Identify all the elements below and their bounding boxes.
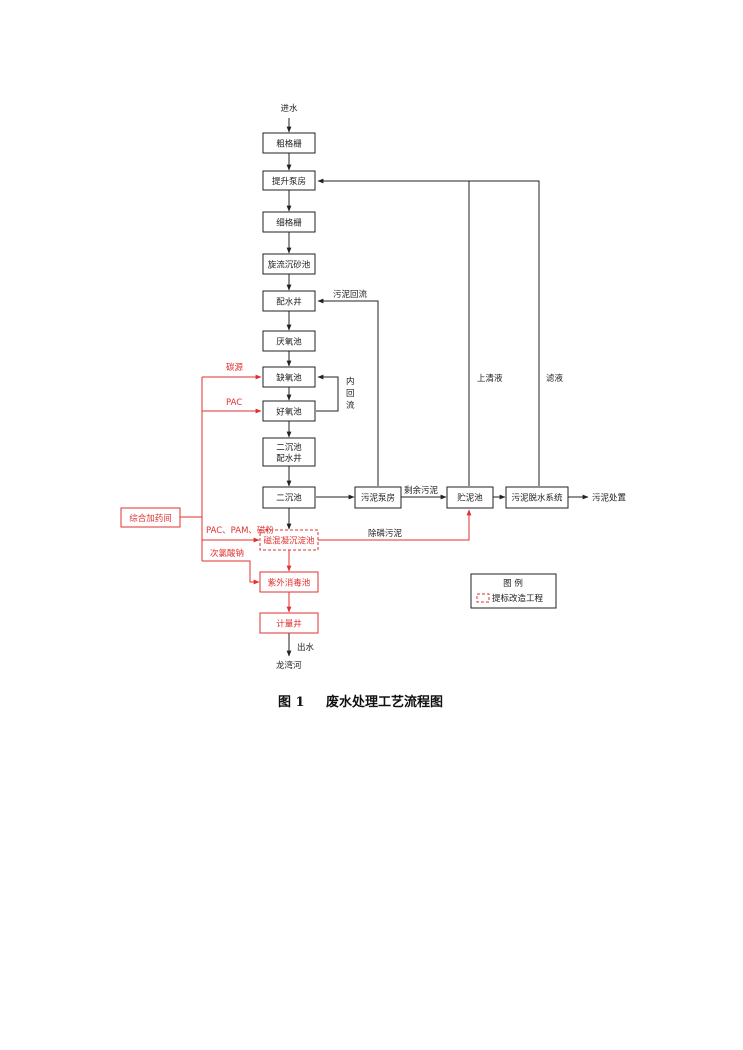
magnetic-tank-label: 磁混凝沉淀池: [263, 536, 315, 547]
node-sludge-pump: 污泥泵房: [354, 486, 402, 509]
hypochlorite-label: 次氯酸钠: [210, 548, 244, 559]
node-dewatering: 污泥脱水系统: [505, 486, 569, 509]
secondary-clarifier-label: 二沉池: [276, 493, 302, 504]
anaerobic-label: 厌氧池: [276, 337, 302, 348]
node-lift-pump: 提升泵房: [262, 170, 316, 191]
node-coarse-screen: 粗格栅: [262, 132, 316, 154]
filtrate-label: 滤液: [546, 373, 564, 384]
node-secondary-clarifier: 二沉池: [262, 486, 316, 509]
legend: 图 例 提标改造工程: [470, 573, 557, 609]
legend-item-label: 提标改造工程: [492, 593, 544, 604]
internal-reflux-char-1: 内: [346, 376, 355, 387]
dosing-lines: [180, 374, 262, 585]
sludge-disposal-label: 污泥处置: [592, 493, 627, 504]
coarse-screen-label: 粗格栅: [276, 139, 302, 150]
secondary-dist-label-2: 配水井: [276, 453, 302, 464]
river-label: 龙湾河: [276, 660, 302, 671]
vortex-grit-label: 旋流沉砂池: [268, 260, 311, 271]
sludge-tank-label: 贮泥池: [457, 493, 483, 504]
fine-screen-label: 细格栅: [276, 218, 302, 229]
node-uv-disinfection: 紫外消毒池: [259, 571, 319, 593]
phosphorus-sludge-label: 除磷污泥: [368, 528, 403, 539]
sludge-return-label: 污泥回流: [333, 289, 368, 300]
node-dosing-room: 综合加药间: [120, 507, 181, 528]
internal-reflux-char-2: 回: [346, 389, 355, 399]
node-aerobic: 好氧池: [262, 400, 316, 422]
inlet-label: 进水: [280, 103, 298, 114]
node-secondary-dist-well: 二沉池 配水井: [262, 437, 316, 467]
outlet-label: 出水: [297, 642, 315, 653]
internal-reflux-char-3: 流: [346, 400, 355, 411]
secondary-dist-label-1: 二沉池: [276, 442, 302, 453]
uv-disinfection-label: 紫外消毒池: [268, 578, 311, 589]
hypochlorite-line: [202, 560, 260, 585]
sludge-pump-label: 污泥泵房: [361, 493, 395, 504]
distribution-well-label: 配水井: [276, 297, 302, 308]
node-magnetic-tank: 磁混凝沉淀池: [259, 529, 319, 551]
node-sludge-tank: 贮泥池: [446, 486, 494, 509]
node-distribution-well: 配水井: [262, 290, 316, 312]
node-anoxic: 缺氧池: [262, 366, 316, 388]
carbon-source-label: 碳源: [226, 362, 244, 373]
legend-title: 图 例: [503, 578, 523, 589]
legend-swatch: [476, 593, 490, 603]
supernatant-line: [317, 178, 470, 486]
node-anaerobic: 厌氧池: [262, 330, 316, 352]
phosphorus-sludge-line: [318, 509, 472, 541]
internal-reflux-loop: [316, 374, 339, 412]
dewatering-label: 污泥脱水系统: [511, 493, 563, 504]
lift-pump-label: 提升泵房: [272, 176, 306, 187]
internal-reflux-label: 内 回 流: [346, 376, 355, 411]
sludge-return-line: [317, 298, 379, 486]
caption-title: 废水处理工艺流程图: [326, 694, 443, 710]
chemicals-label: PAC、PAM、磁粉: [206, 525, 274, 536]
node-vortex-grit: 旋流沉砂池: [262, 253, 316, 275]
supernatant-label: 上清液: [477, 373, 503, 384]
metering-well-label: 计量井: [276, 619, 302, 630]
dosing-room-label: 综合加药间: [129, 513, 172, 524]
pac-label: PAC: [226, 398, 242, 408]
anoxic-label: 缺氧池: [276, 373, 302, 384]
excess-sludge-label: 剩余污泥: [404, 485, 439, 496]
filtrate-line: [469, 180, 540, 486]
caption-number: 图 1: [278, 695, 305, 710]
aerobic-label: 好氧池: [276, 407, 302, 418]
node-fine-screen: 细格栅: [262, 211, 316, 233]
node-metering-well: 计量井: [259, 612, 319, 634]
